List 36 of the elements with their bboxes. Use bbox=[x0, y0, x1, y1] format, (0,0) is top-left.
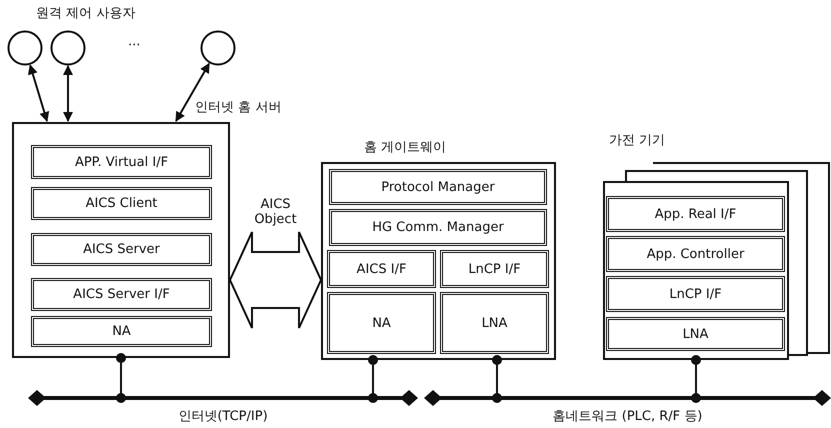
network-bus bbox=[424, 390, 831, 424]
user-circle bbox=[200, 30, 236, 66]
layer-box: NA bbox=[327, 292, 436, 354]
layer-box: NA bbox=[31, 316, 212, 347]
frame-title: 홈 게이트웨이 bbox=[364, 139, 446, 156]
ellipsis: ··· bbox=[128, 38, 140, 53]
frame-title: 가전 기기 bbox=[609, 132, 666, 149]
user-circle bbox=[50, 30, 86, 66]
group-caption: 원격 제어 사용자 bbox=[36, 5, 136, 22]
layer-box: AICS Client bbox=[31, 187, 212, 220]
arrow bbox=[63, 65, 73, 122]
layer-box: Protocol Manager bbox=[329, 169, 547, 205]
network-bus bbox=[28, 390, 418, 424]
double-block-arrow bbox=[228, 231, 322, 329]
layer-box: AICS Server bbox=[31, 233, 212, 266]
arrow bbox=[175, 62, 210, 122]
tap-line bbox=[691, 355, 701, 403]
layer-box: LnCP I/F bbox=[440, 250, 549, 288]
layer-box: LNA bbox=[440, 292, 549, 354]
layer-box: LNA bbox=[606, 317, 785, 351]
frame-title: 인터넷 홈 서버 bbox=[195, 99, 282, 116]
tap-line bbox=[368, 355, 378, 403]
network-label: 홈네트워크 (PLC, R/F 등) bbox=[552, 408, 704, 425]
layer-box: App. Real I/F bbox=[606, 196, 785, 232]
layer-box: AICS Server I/F bbox=[31, 278, 212, 311]
tap-line bbox=[492, 355, 502, 403]
layer-box: APP. Virtual I/F bbox=[31, 145, 212, 179]
layer-box: HG Comm. Manager bbox=[329, 209, 547, 246]
tap-line bbox=[116, 353, 126, 403]
user-circle bbox=[7, 30, 43, 66]
arrow bbox=[28, 64, 50, 122]
network-label: 인터넷(TCP/IP) bbox=[177, 408, 269, 425]
edge-label: AICS Object bbox=[253, 197, 298, 227]
layer-box: AICS I/F bbox=[327, 250, 436, 288]
layer-box: LnCP I/F bbox=[606, 276, 785, 312]
layer-box: App. Controller bbox=[606, 236, 785, 272]
